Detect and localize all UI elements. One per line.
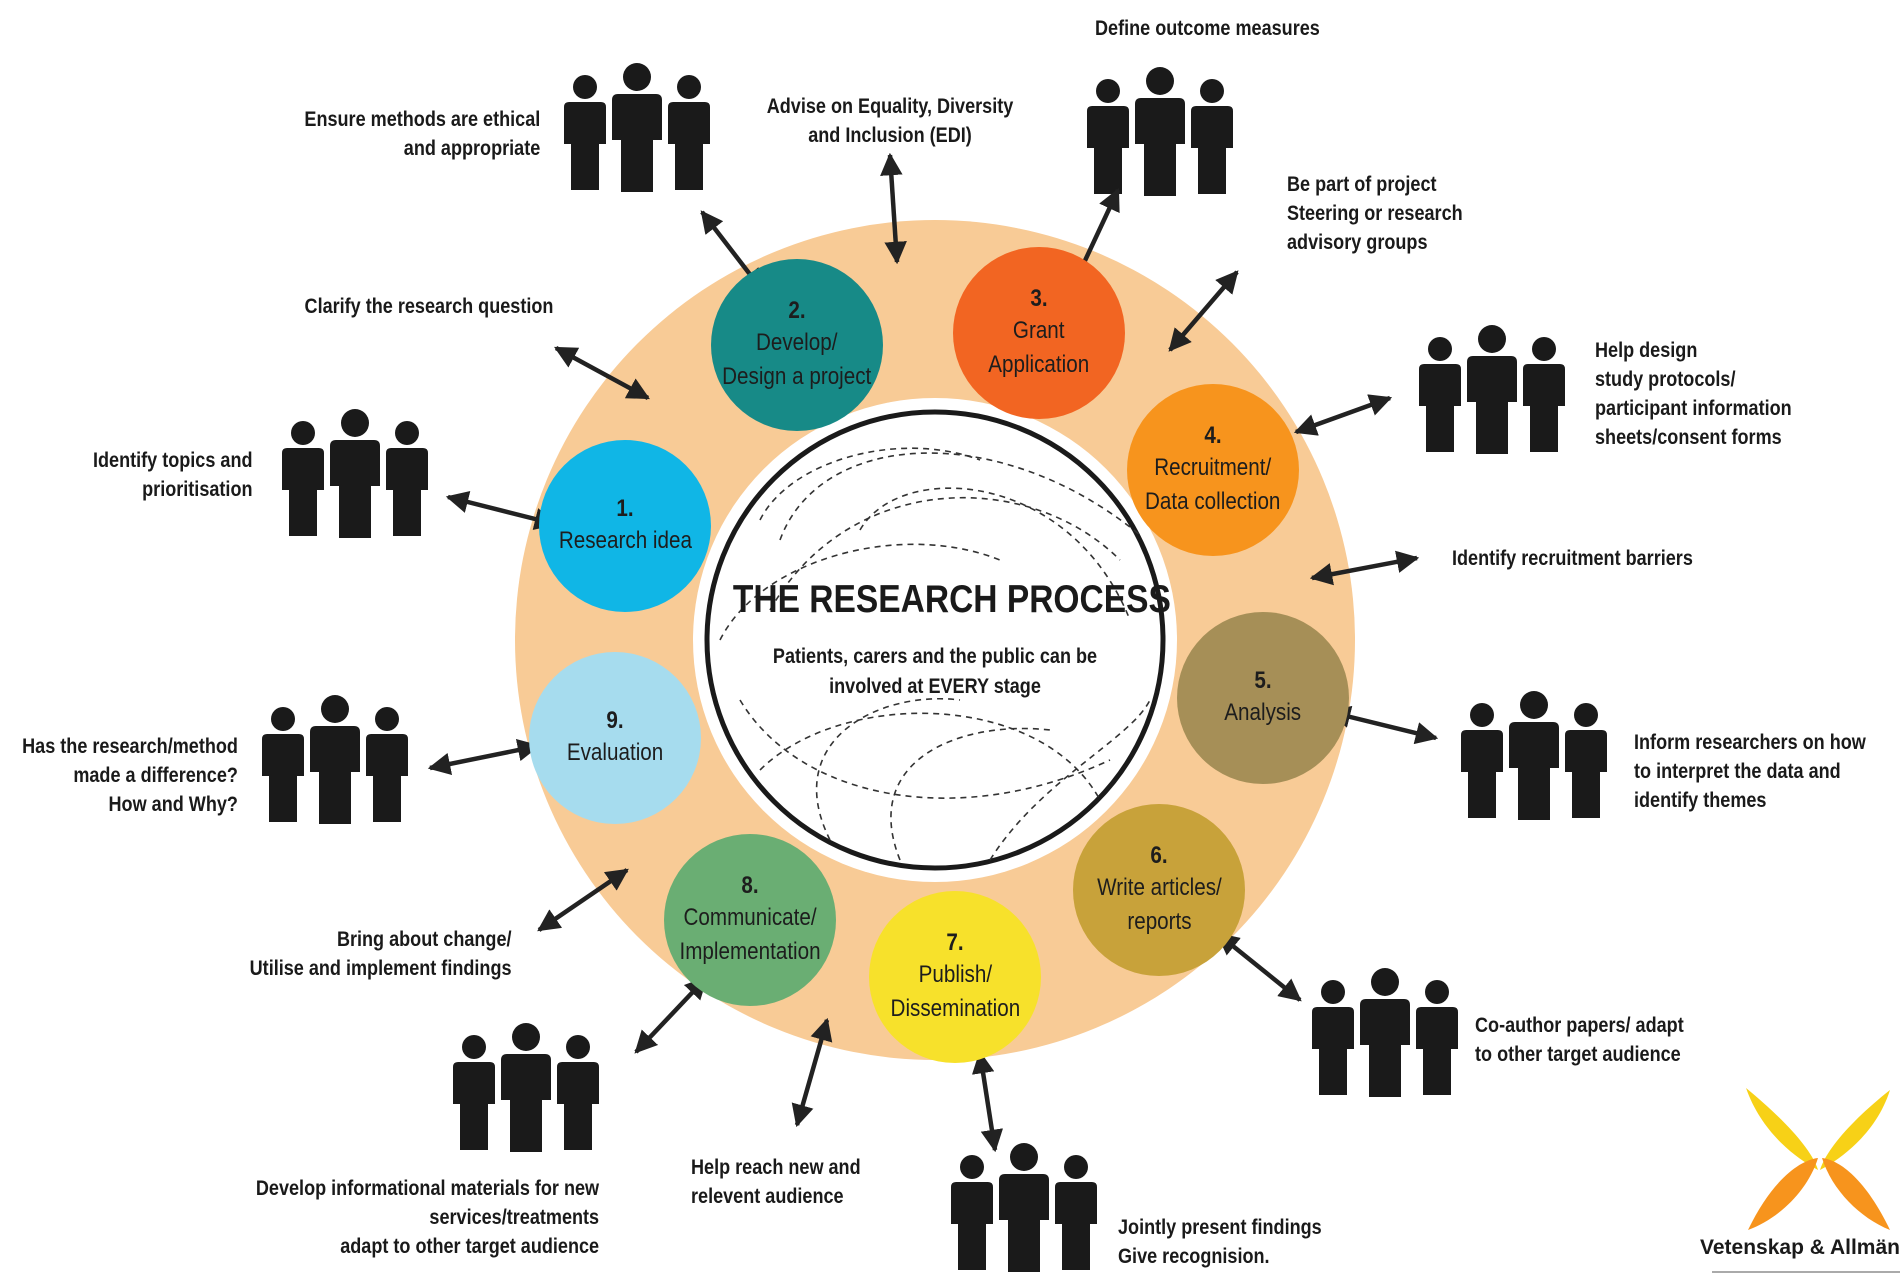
stage-label: Research idea [558,527,692,554]
people-group-icon [453,1023,599,1152]
people-group-icon [1087,67,1233,196]
stage-recruitment: 4. Recruitment/Data collection [1127,384,1299,556]
people-group-icon [564,63,710,192]
stage-label: Analysis [1224,699,1302,726]
stage-communicate: 8. Communicate/Implementation [664,834,836,1006]
stage-number: 9. [606,707,624,734]
double-arrow-icon [791,1017,833,1128]
stage-evaluation: 9. Evaluation [529,652,701,824]
double-arrow-icon [971,1050,1004,1153]
caption-outcome-measures: Define outcome measures [1095,17,1320,40]
va-logo-icon [1746,1088,1890,1230]
people-group-icon [1461,691,1607,820]
stage-label: Write articles/reports [1096,874,1222,935]
double-arrow-icon [1293,394,1393,436]
stage-analysis: 5. Analysis [1177,612,1349,784]
double-arrow-icon [1168,270,1239,352]
double-arrow-icon [880,152,907,265]
stage-label: Evaluation [566,739,664,766]
stage-number: 5. [1254,667,1272,694]
stage-research-idea: 1. Research idea [539,440,711,612]
stage-number: 2. [788,297,806,324]
double-arrow-icon [1309,550,1420,586]
stage-number: 3. [1030,285,1048,312]
cycle-outline [704,409,1166,871]
stage-label: Publish/Dissemination [890,961,1020,1022]
stage-number: 8. [741,872,759,899]
people-group-icon [262,695,408,824]
logo-brand-text: Vetenskap & Allmänhet [1700,1236,1900,1259]
caption-bring-change: Bring about change/Utilise and implement… [250,928,512,980]
stage-number: 6. [1150,842,1168,869]
diagram-title: THE RESEARCH PROCESS [732,578,1171,621]
stage-label: Recruitment/Data collection [1145,454,1281,515]
double-arrow-icon [634,976,708,1054]
inner-circle [693,398,1177,882]
stage-number: 4. [1204,422,1222,449]
double-arrow-icon [537,868,629,932]
people-group-icon [1419,325,1565,454]
stage-number: 1. [616,495,634,522]
caption-recruitment-barriers: Identify recruitment barriers [1452,547,1693,570]
double-arrow-icon [445,491,558,530]
stage-number: 7. [946,929,964,956]
dashed-paths [719,447,1151,861]
stage-write-articles: 6. Write articles/reports [1073,804,1245,976]
caption-research-question: Clarify the research question [304,295,553,318]
double-arrow-icon [427,739,541,775]
stage-label: Develop/Design a project [722,329,872,390]
people-group-icon [1312,968,1458,1097]
double-arrow-icon [554,346,650,400]
stage-label: Communicate/Implementation [679,904,821,965]
double-arrow-icon [1327,705,1439,745]
stage-publish: 7. Publish/Dissemination [869,891,1041,1063]
stage-develop-design: 2. Develop/Design a project [711,259,883,431]
double-arrow-icon [1216,932,1302,1002]
people-group-icon [282,409,428,538]
people-group-icon [951,1143,1097,1272]
